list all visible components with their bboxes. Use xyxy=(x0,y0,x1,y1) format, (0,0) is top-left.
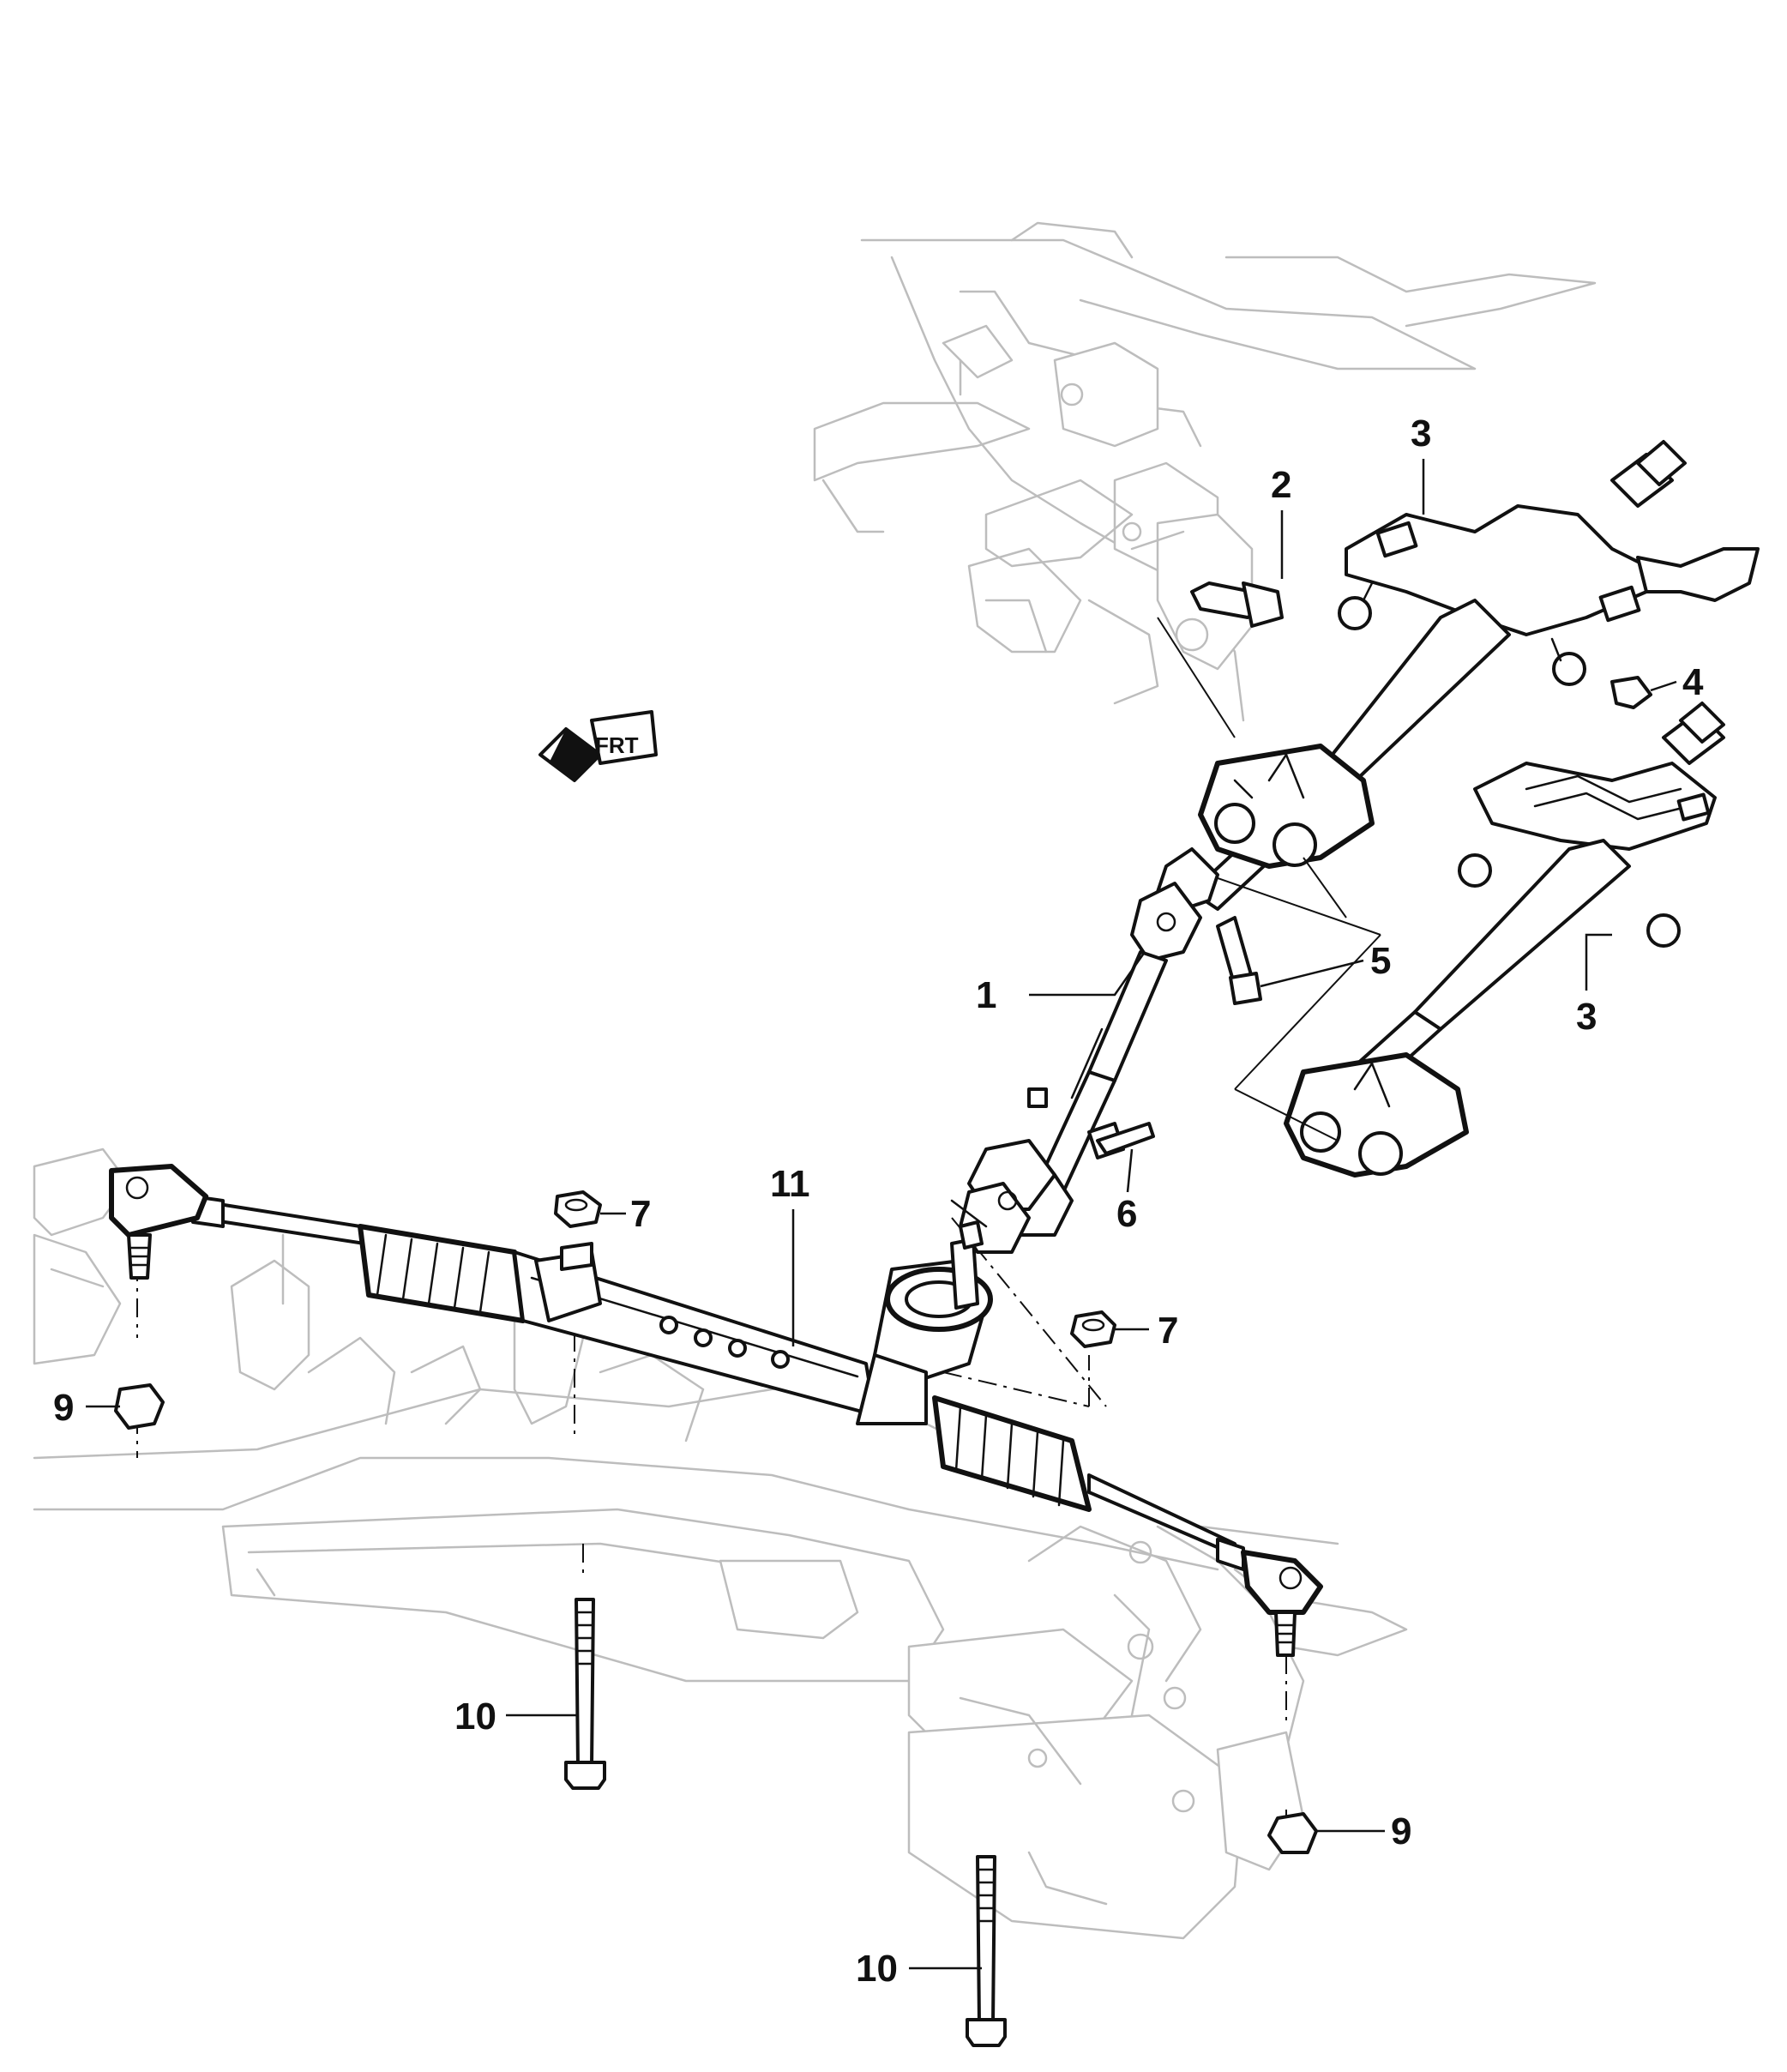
bolt-10-left-head xyxy=(564,1761,606,1790)
ghost-lower-subframe xyxy=(33,1147,1408,1940)
callout-7-left: 7 xyxy=(630,1193,651,1235)
fasteners-lower xyxy=(114,1190,1318,2047)
steering-column-alternate xyxy=(1284,702,1725,1178)
callout-3-lower: 3 xyxy=(1576,996,1597,1038)
intermediate-shaft xyxy=(950,847,1219,1254)
callout-3-upper: 3 xyxy=(1411,413,1431,455)
callout-4: 4 xyxy=(1682,661,1704,703)
bolt-10-right-head xyxy=(966,2018,1007,2047)
front-direction-badge: FRT xyxy=(539,710,658,782)
bolt-2-head xyxy=(1242,581,1284,628)
fasteners-upper xyxy=(1087,581,1652,1159)
callout-10-right: 10 xyxy=(856,1948,898,1990)
insulator-7-left xyxy=(560,1242,593,1271)
callout-7-right: 7 xyxy=(1158,1310,1178,1352)
nut-9-left xyxy=(114,1383,165,1430)
callout-1: 1 xyxy=(976,974,996,1016)
bolt-6-shank xyxy=(1096,1122,1155,1155)
ghost-upper-structure xyxy=(813,221,1597,722)
nut-4 xyxy=(1610,676,1652,709)
callout-9-right: 9 xyxy=(1391,1810,1411,1852)
callout-5: 5 xyxy=(1370,940,1391,982)
callout-labels: 1 2 3 3 4 5 6 7 7 9 9 10 10 11 xyxy=(53,413,1704,1990)
callout-6: 6 xyxy=(1116,1193,1137,1235)
callout-11: 11 xyxy=(770,1163,810,1205)
callout-leaders xyxy=(86,459,1677,1970)
steering-gear-rack xyxy=(109,1164,1323,1657)
callout-10-left: 10 xyxy=(454,1696,496,1738)
nut-9-right xyxy=(1267,1812,1318,1854)
bolt-5-head xyxy=(1229,972,1262,1005)
callout-2: 2 xyxy=(1271,464,1291,506)
direction-badge-text: FRT xyxy=(595,732,639,758)
steering-column-upper xyxy=(1157,440,1760,911)
callout-9-left: 9 xyxy=(53,1387,74,1429)
